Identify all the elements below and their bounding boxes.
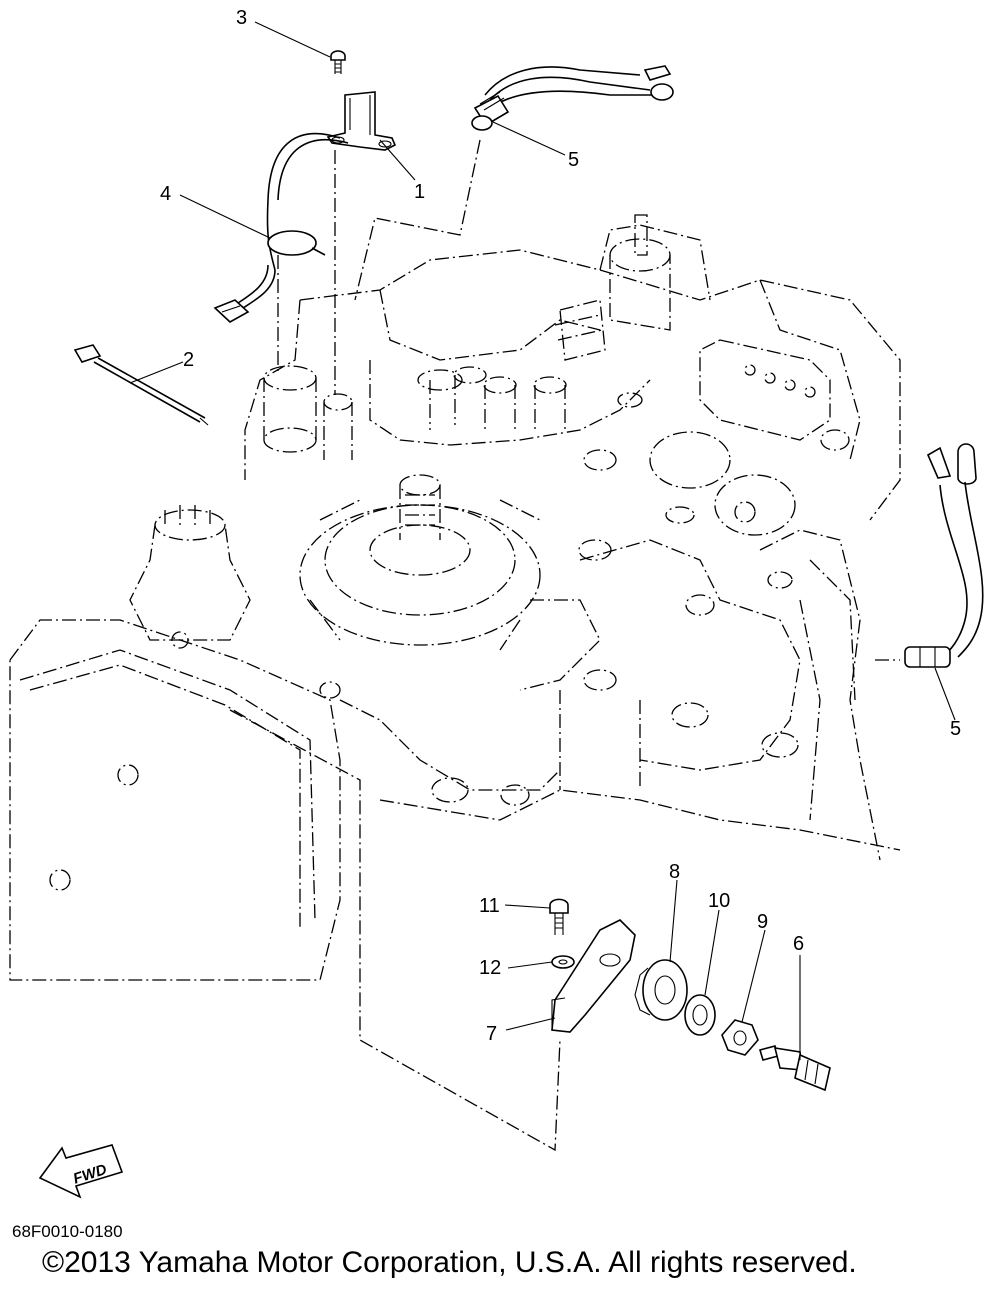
callout-5-right: 5 [950, 718, 961, 740]
callout-4: 4 [160, 183, 171, 205]
leader-lines [129, 21, 956, 1060]
callout-12: 12 [479, 957, 501, 979]
callout-2: 2 [183, 349, 194, 371]
bolt-part-11 [549, 898, 569, 935]
grommet-part-5-upper [471, 65, 674, 131]
washer-part-12 [551, 955, 575, 969]
callout-8: 8 [669, 861, 680, 883]
gasket-part-10 [684, 994, 716, 1036]
callout-5-upper: 5 [568, 149, 579, 171]
grommet-part-5-right [904, 443, 984, 668]
cable-clip-part-4 [213, 132, 349, 323]
forward-arrow-icon: FWD [38, 1144, 124, 1199]
grommet-part-8 [634, 959, 688, 1021]
callout-1: 1 [414, 181, 425, 203]
callout-9: 9 [757, 911, 768, 933]
callout-11: 11 [479, 895, 500, 917]
callout-labels: 3 1 4 2 5 5 6 7 8 9 10 11 12 [160, 7, 961, 1045]
callout-6: 6 [793, 933, 804, 955]
thermo-sensor-part-6 [758, 1045, 831, 1092]
callout-10: 10 [708, 890, 730, 912]
screw-part-3 [330, 50, 346, 74]
drawing-code: 68F0010-0180 [12, 1222, 123, 1241]
engine-block-outline [9, 139, 901, 1152]
nut-part-9 [721, 1019, 759, 1056]
cable-tie-part-2 [73, 344, 209, 426]
callout-7: 7 [486, 1023, 497, 1045]
bracket-part-7 [551, 919, 636, 1033]
callout-3: 3 [236, 7, 247, 29]
copyright-notice: ©2013 Yamaha Motor Corporation, U.S.A. A… [42, 1246, 857, 1279]
